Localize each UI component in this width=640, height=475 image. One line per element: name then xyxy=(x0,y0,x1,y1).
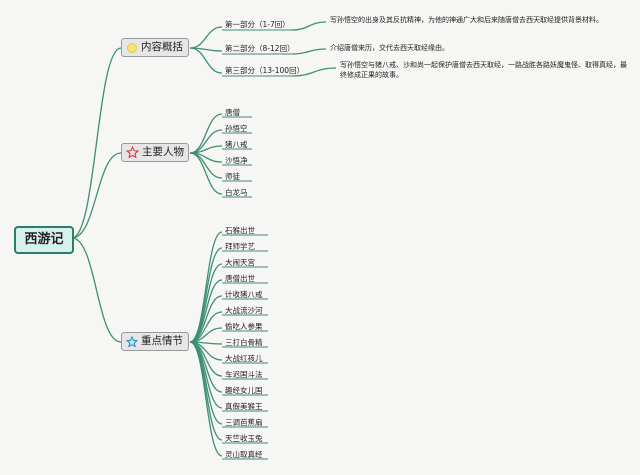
branch-label: 主要人物 xyxy=(142,146,184,158)
plot-item[interactable]: 三调芭蕉扇 xyxy=(225,418,263,427)
connector-root-characters xyxy=(71,152,122,239)
connector-summary-item xyxy=(189,47,223,74)
plot-item[interactable]: 车迟国斗法 xyxy=(225,370,263,379)
summary-item[interactable]: 第一部分（1-7回） xyxy=(225,20,290,29)
plot-item[interactable]: 真假美猴王 xyxy=(225,402,263,411)
root-node[interactable]: 西游记 xyxy=(14,226,74,254)
character-item[interactable]: 猪八戒 xyxy=(225,140,248,149)
plot-item[interactable]: 灵山取真经 xyxy=(225,450,263,459)
summary-desc: 写孙悟空与猪八戒、沙和尚一起保护唐僧去西天取经，一路战胜各路妖魔鬼怪、取得真经，… xyxy=(340,61,627,79)
sun-icon xyxy=(127,42,137,53)
plot-item[interactable]: 计收猪八戒 xyxy=(225,290,263,299)
summary-desc: 介绍唐僧来历，交代去西天取经缘由。 xyxy=(330,44,449,52)
connector-character-item xyxy=(189,152,223,195)
character-item[interactable]: 白龙马 xyxy=(225,188,248,197)
plot-item[interactable]: 大战红孩儿 xyxy=(225,354,263,363)
summary-item[interactable]: 第三部分（13-100回） xyxy=(225,66,305,75)
branch-label: 重点情节 xyxy=(141,335,183,347)
connector-plot-item xyxy=(189,263,223,343)
plot-item[interactable]: 石猴出世 xyxy=(225,226,255,235)
branch-summary[interactable]: 内容概括 xyxy=(121,38,189,57)
summary-desc: 写孙悟空的出身及其反抗精神，为他的神通广大和后来随唐僧去西天取经提供背景材料。 xyxy=(330,16,603,24)
character-item[interactable]: 孙悟空 xyxy=(225,124,248,133)
star-blue-icon xyxy=(126,335,138,348)
connector-plot-item xyxy=(189,341,223,457)
branch-plots[interactable]: 重点情节 xyxy=(121,332,189,351)
character-item[interactable]: 唐僧 xyxy=(225,108,240,117)
branch-label: 内容概括 xyxy=(141,41,183,53)
plot-item[interactable]: 天竺收玉兔 xyxy=(225,434,263,443)
connector-summary-item xyxy=(189,26,223,49)
plot-item[interactable]: 趣经女儿国 xyxy=(225,386,263,395)
summary-item[interactable]: 第二部分（8-12回） xyxy=(225,44,295,53)
connector-desc xyxy=(291,21,327,31)
connector-desc xyxy=(291,48,327,55)
plot-item[interactable]: 唐僧出世 xyxy=(225,274,255,283)
plot-item[interactable]: 偷吃人参果 xyxy=(225,322,263,331)
connector-desc xyxy=(291,67,337,77)
plot-item[interactable]: 三打白骨精 xyxy=(225,338,263,347)
connector-character-item xyxy=(189,113,223,154)
connector-plot-item xyxy=(189,341,223,425)
plot-item[interactable]: 大闹天宫 xyxy=(225,258,255,267)
connector-plot-item xyxy=(189,231,223,343)
connector-root-summary xyxy=(71,47,122,239)
branch-characters[interactable]: 主要人物 xyxy=(121,143,189,162)
character-item[interactable]: 沙悟净 xyxy=(225,156,248,165)
character-item[interactable]: 师徒 xyxy=(225,172,240,181)
connector-root-plots xyxy=(71,237,122,343)
star-outline-icon xyxy=(126,146,139,159)
plot-item[interactable]: 拜师学艺 xyxy=(225,242,255,251)
plot-item[interactable]: 大战流沙河 xyxy=(225,306,263,315)
